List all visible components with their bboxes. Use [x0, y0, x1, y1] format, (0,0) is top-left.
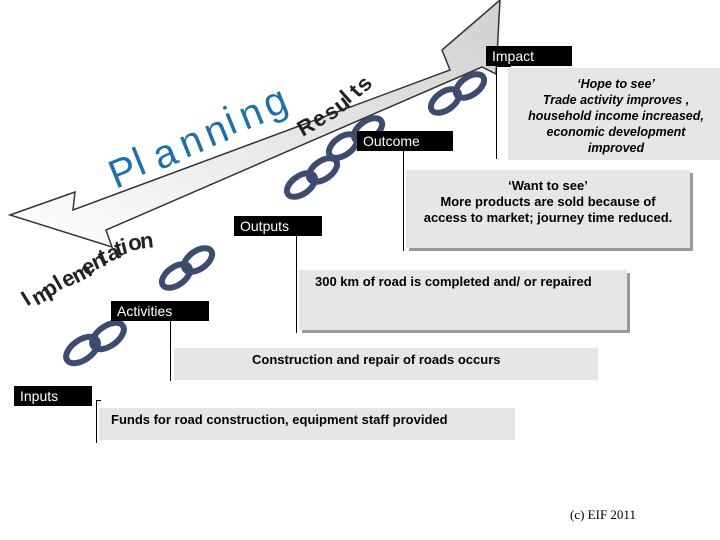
chain-link-impact [427, 71, 488, 116]
stage-label-impact: Impact [486, 46, 572, 66]
arrow-shape [7, 0, 501, 249]
description-inputs: Funds for road construction, equipment s… [99, 408, 515, 440]
stage-label-activities: Activities [111, 301, 209, 321]
bracket-inputs [96, 400, 101, 443]
description-impact: ‘Hope to see’ Trade activity improves , … [508, 68, 720, 160]
copyright-notice: (c) EIF 2011 [570, 507, 636, 522]
stage-label-outcome: Outcome [357, 131, 453, 151]
stage-label-inputs: Inputs [14, 386, 92, 406]
description-outcome: ‘Want to see’ More products are sold bec… [406, 170, 690, 248]
implementation-letter: n [138, 227, 155, 254]
description-activities: Construction and repair of roads occurs [174, 348, 598, 380]
stage-label-outputs: Outputs [234, 216, 322, 236]
chain-link-activities [158, 245, 216, 291]
chain-link-inputs [63, 319, 127, 367]
description-outputs: 300 km of road is completed and/ or repa… [299, 270, 627, 330]
bracket-impact [496, 66, 511, 159]
chain-link-outputs [283, 155, 341, 200]
